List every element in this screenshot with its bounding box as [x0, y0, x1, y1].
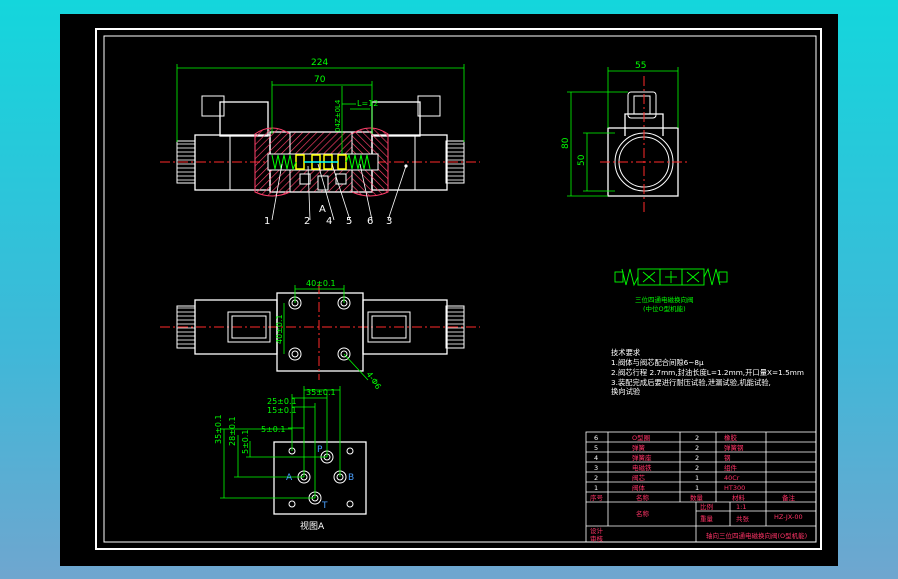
- bom-header: 序号 名称 数量 材料 备注: [590, 493, 796, 502]
- side-view-dimensions: [567, 67, 679, 197]
- svg-text:弹簧: 弹簧: [632, 443, 646, 452]
- plan-view-dimensions: [283, 285, 369, 381]
- svg-text:5: 5: [594, 444, 598, 452]
- callout-2: 2: [304, 216, 310, 227]
- dim-port-h1: 25±0.1: [267, 397, 297, 406]
- dim-overall: 224: [311, 58, 328, 68]
- svg-text:2: 2: [594, 474, 598, 482]
- symbol-caption-2: (中位O型机能): [643, 304, 686, 313]
- outer-frame: [95, 28, 822, 550]
- svg-text:1: 1: [695, 484, 699, 492]
- ratio-value: 1:1: [736, 503, 746, 511]
- notes-line-3: 3.装配完成后要进行耐压试验,泄漏试验,机能试验,: [611, 378, 771, 387]
- ratio-label: 比例: [700, 502, 713, 511]
- section-view: [160, 95, 480, 221]
- svg-text:组件: 组件: [724, 463, 738, 472]
- dim-side-note: L=12: [357, 99, 378, 108]
- svg-text:弹簧座: 弹簧座: [632, 453, 652, 462]
- notes-line-1: 1.阀体与阀芯配合间隙6~8μ: [611, 358, 704, 367]
- bom-row: 6 O型圈 2 橡胶: [594, 433, 738, 442]
- port-label-a: A: [286, 473, 293, 483]
- section-view-callouts: 1 2 A 4 5 6 3: [264, 204, 392, 227]
- bom-rows: 6 O型圈 2 橡胶 5 弹簧 2 弹簧钢 4 弹簧座 2 钢 3 电磁铁 2 …: [590, 433, 807, 543]
- drawing-viewport[interactable]: 1 2 A 4 5 6 3 224 70 L=12 04Z±0L4: [60, 14, 838, 566]
- bom-row: 4 弹簧座 2 钢: [594, 453, 731, 462]
- dim-side-width: 55: [635, 61, 646, 71]
- notes-line-2: 2.阀芯行程 2.7mm,封油长度L=1.2mm,开口量X=1.5mm: [611, 368, 804, 377]
- dim-plan-height: 40±0.1: [275, 314, 284, 344]
- svg-text:阀芯: 阀芯: [632, 473, 646, 482]
- plan-view: [160, 284, 480, 380]
- svg-text:3: 3: [594, 464, 598, 472]
- dim-port-v2: 28±0.1: [228, 416, 237, 446]
- svg-text:2: 2: [695, 434, 699, 442]
- side-view: [600, 76, 690, 214]
- port-label-t: T: [321, 501, 328, 511]
- bom-row: 5 弹簧 2 弹簧钢: [594, 443, 744, 452]
- svg-text:钢: 钢: [724, 454, 731, 462]
- sheet-label: 共张: [736, 514, 750, 523]
- svg-text:1: 1: [695, 474, 699, 482]
- svg-text:序号: 序号: [590, 493, 604, 502]
- callout-5: 5: [346, 216, 352, 227]
- svg-text:电磁铁: 电磁铁: [632, 463, 652, 472]
- svg-text:橡胶: 橡胶: [724, 433, 738, 442]
- bill-of-materials: [585, 431, 817, 543]
- svg-text:4: 4: [594, 454, 598, 462]
- dim-port-v1: 35±0.1: [214, 414, 223, 444]
- check-label: 审核: [590, 534, 604, 543]
- callout-3: 3: [386, 216, 392, 227]
- symbol-caption-1: 三位四通电磁换向阀: [635, 295, 694, 304]
- port-view-dimensions: [220, 386, 341, 499]
- svg-text:2: 2: [695, 444, 699, 452]
- svg-text:2: 2: [695, 464, 699, 472]
- svg-text:阀体: 阀体: [632, 483, 646, 492]
- callout-4: 4: [326, 216, 332, 227]
- svg-text:6: 6: [594, 434, 598, 442]
- dim-port-v3: 5±0.1: [241, 429, 250, 454]
- dim-port-h4: 5±0.1: [261, 425, 286, 434]
- dim-side-inner: 50: [577, 154, 587, 166]
- bom-row: 2 阀芯 1 40Cr: [594, 473, 740, 482]
- footer-title: 轴向三位四通电磁换向阀(O型机能): [706, 531, 807, 540]
- dim-port-h3: 35±0.1: [306, 388, 336, 397]
- svg-text:材料: 材料: [732, 493, 746, 502]
- drawing-number: HZ-JX-00: [774, 513, 803, 521]
- svg-text:数量: 数量: [690, 493, 704, 502]
- callout-1: 1: [264, 216, 270, 227]
- title-name-label: 名称: [636, 509, 650, 518]
- notes-line-4: 换向试验: [611, 387, 641, 396]
- svg-text:备注: 备注: [782, 493, 796, 502]
- dim-plan-width: 40±0.1: [306, 279, 336, 288]
- port-label-p: P: [317, 445, 323, 455]
- valve-symbol: [614, 267, 728, 287]
- dim-center: 70: [314, 75, 326, 85]
- svg-text:40Cr: 40Cr: [724, 474, 740, 482]
- cad-drawing-sheet: 1 2 A 4 5 6 3 224 70 L=12 04Z±0L4: [95, 28, 822, 550]
- svg-text:弹簧钢: 弹簧钢: [724, 443, 744, 452]
- svg-text:2: 2: [695, 454, 699, 462]
- port-label-b: B: [348, 473, 354, 483]
- svg-text:1: 1: [594, 484, 598, 492]
- callout-6: 6: [367, 216, 373, 227]
- dim-vertical: 04Z±0L4: [334, 99, 342, 132]
- callout-a: A: [319, 204, 326, 215]
- svg-text:HT300: HT300: [724, 484, 745, 492]
- technical-notes: 技术要求 1.阀体与阀芯配合间隙6~8μ 2.阀芯行程 2.7mm,封油长度L=…: [611, 348, 804, 396]
- inner-frame: [103, 35, 817, 543]
- view-a-label: 视图A: [300, 520, 325, 532]
- design-label: 设计: [590, 526, 604, 535]
- svg-text:名称: 名称: [636, 493, 650, 502]
- dim-side-height: 80: [561, 137, 571, 149]
- dim-plan-hole: 4-Φ6: [364, 370, 382, 391]
- bom-row: 1 阀体 1 HT300: [594, 483, 745, 492]
- mass-label: 重量: [700, 515, 714, 523]
- bom-row: 3 电磁铁 2 组件: [594, 463, 738, 472]
- notes-title: 技术要求: [611, 348, 641, 357]
- section-view-dimensions: [176, 64, 465, 154]
- svg-text:O型圈: O型圈: [632, 433, 650, 442]
- dim-port-h2: 15±0.1: [267, 406, 297, 415]
